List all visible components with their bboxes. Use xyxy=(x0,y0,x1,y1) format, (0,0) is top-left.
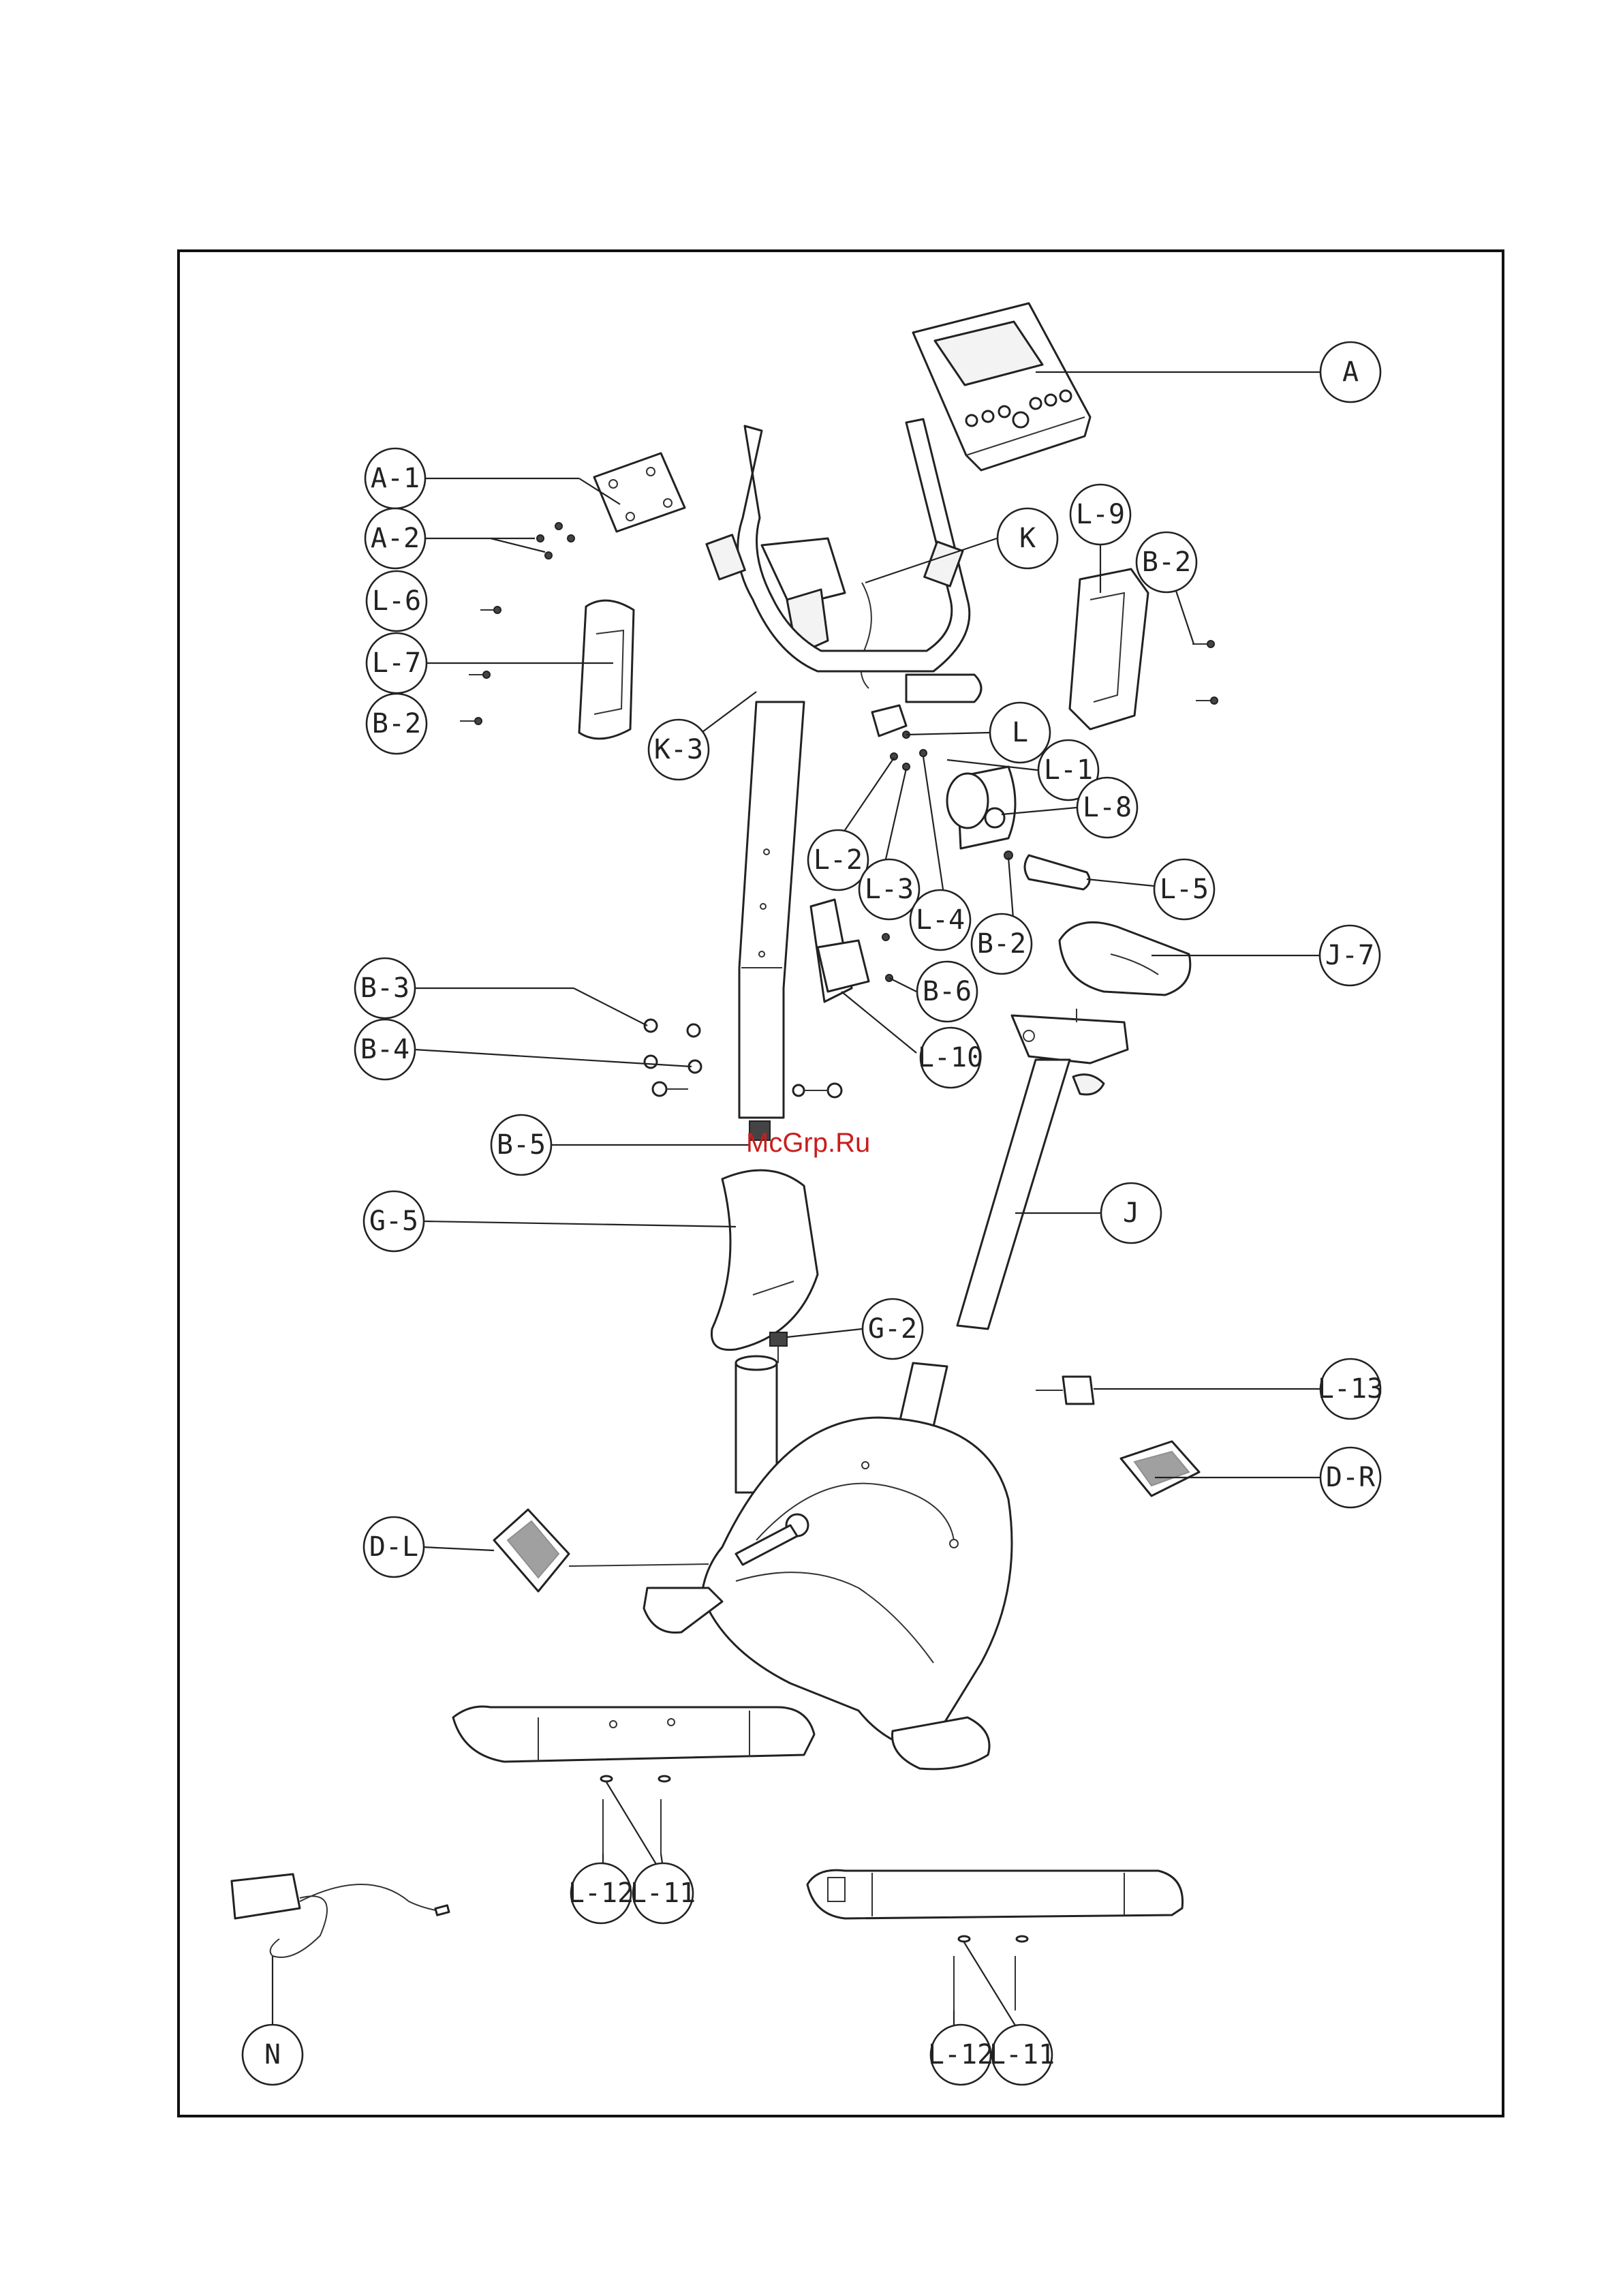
callout-b-5: B-5 xyxy=(491,1115,551,1175)
right-bolts-part xyxy=(1192,641,1218,704)
callout-l-3: L-3 xyxy=(859,859,919,919)
callout-b-2-left: B-2 xyxy=(367,694,427,754)
callout-l-7: L-7 xyxy=(367,633,427,693)
callout-l-6: L-6 xyxy=(367,571,427,631)
callout-label: L-11 xyxy=(989,2039,1055,2070)
seat-knob-part xyxy=(1036,1377,1094,1404)
callout-a-1: A-1 xyxy=(365,448,425,508)
callout-a-2: A-2 xyxy=(365,508,425,568)
callout-l-4: L-4 xyxy=(910,890,970,950)
callout-label: L-8 xyxy=(1083,792,1132,823)
callout-label: L-12 xyxy=(568,1878,634,1909)
callout-label: L-5 xyxy=(1160,874,1209,905)
callout-a: A xyxy=(1320,342,1380,402)
callout-label: L xyxy=(1012,717,1028,748)
callout-j-7: J-7 xyxy=(1320,925,1380,985)
callout-label: N xyxy=(264,2039,281,2070)
callout-l-11-rear: L-11 xyxy=(989,2025,1055,2085)
callout-b-4: B-4 xyxy=(355,1020,415,1080)
callout-label: L-13 xyxy=(1318,1373,1383,1405)
upright-column-part xyxy=(739,702,804,1140)
right-pedal-part xyxy=(1121,1441,1199,1496)
callout-d-l: D-L xyxy=(364,1517,424,1577)
callout-label: B-5 xyxy=(497,1129,546,1161)
callout-l-12-rear: L-12 xyxy=(928,2025,993,2085)
callout-label: L-4 xyxy=(916,904,965,936)
column-shroud-part xyxy=(711,1170,818,1349)
console-screws-part xyxy=(537,523,574,559)
callout-label: L-10 xyxy=(918,1042,983,1073)
callout-l-11-front: L-11 xyxy=(630,1863,696,1923)
callout-label: K-3 xyxy=(654,734,703,765)
callout-label: B-2 xyxy=(1142,547,1191,578)
left-bolts-part xyxy=(460,607,501,724)
front-stabilizer-bolts-part xyxy=(601,1776,670,1854)
power-adapter-part xyxy=(232,1874,449,1957)
callout-label: B-2 xyxy=(372,708,421,739)
left-pedal-part xyxy=(494,1510,709,1591)
callout-k: K xyxy=(998,508,1057,568)
callout-d-r: D-R xyxy=(1320,1448,1380,1507)
callout-b-2-mid: B-2 xyxy=(972,914,1032,974)
callout-l-5: L-5 xyxy=(1154,859,1214,919)
callout-l-12-front: L-12 xyxy=(568,1863,634,1923)
callout-label: J xyxy=(1123,1197,1139,1229)
right-shroud-part xyxy=(1070,569,1148,729)
callout-label: K xyxy=(1019,523,1036,554)
callout-b-6: B-6 xyxy=(917,962,977,1022)
callout-n: N xyxy=(243,2025,303,2085)
callout-label: B-6 xyxy=(923,976,972,1007)
callout-b-2-top: B-2 xyxy=(1137,532,1196,592)
callout-l-9: L-9 xyxy=(1070,485,1130,545)
callout-label: B-3 xyxy=(360,973,409,1004)
callout-g-2: G-2 xyxy=(863,1299,923,1359)
callout-label: B-4 xyxy=(360,1034,409,1065)
callout-l-8: L-8 xyxy=(1077,778,1137,838)
callout-k-3: K-3 xyxy=(649,720,709,780)
callout-label: A-1 xyxy=(371,463,420,494)
callout-label: L-3 xyxy=(865,874,914,905)
seat-part xyxy=(1060,922,1190,995)
callout-label: L-11 xyxy=(630,1878,696,1909)
callout-g-5: G-5 xyxy=(364,1191,424,1251)
left-shroud-part xyxy=(579,600,634,739)
callout-l-10: L-10 xyxy=(918,1028,983,1088)
rear-stabilizer-part xyxy=(807,1870,1183,1918)
handlebar-part xyxy=(707,419,981,702)
callout-j: J xyxy=(1101,1183,1161,1243)
callout-label: L-12 xyxy=(928,2039,993,2070)
callout-l-2: L-2 xyxy=(808,830,868,890)
callout-label: L-7 xyxy=(372,647,421,679)
console-back-plate-part xyxy=(594,453,685,532)
callout-label: G-5 xyxy=(369,1206,418,1237)
front-stabilizer-part xyxy=(453,1706,814,1762)
callout-b-3: B-3 xyxy=(355,958,415,1018)
watermark: McGrp.Ru xyxy=(746,1128,870,1158)
callout-label: A xyxy=(1342,356,1359,388)
callout-l: L xyxy=(990,703,1050,763)
rear-stabilizer-bolts-part xyxy=(954,1936,1027,2010)
callout-label: J-7 xyxy=(1325,940,1374,971)
callout-label: D-L xyxy=(369,1531,418,1563)
callout-label: L-1 xyxy=(1044,754,1093,786)
callout-label: L-2 xyxy=(814,844,863,876)
callout-label: L-6 xyxy=(372,585,421,617)
callout-label: D-R xyxy=(1326,1462,1376,1493)
console-part xyxy=(913,303,1090,470)
callout-label: B-2 xyxy=(977,928,1026,960)
callout-l-13: L-13 xyxy=(1318,1359,1383,1419)
callout-label: L-9 xyxy=(1076,499,1125,530)
callout-label: A-2 xyxy=(371,523,420,554)
callout-label: G-2 xyxy=(868,1313,917,1345)
